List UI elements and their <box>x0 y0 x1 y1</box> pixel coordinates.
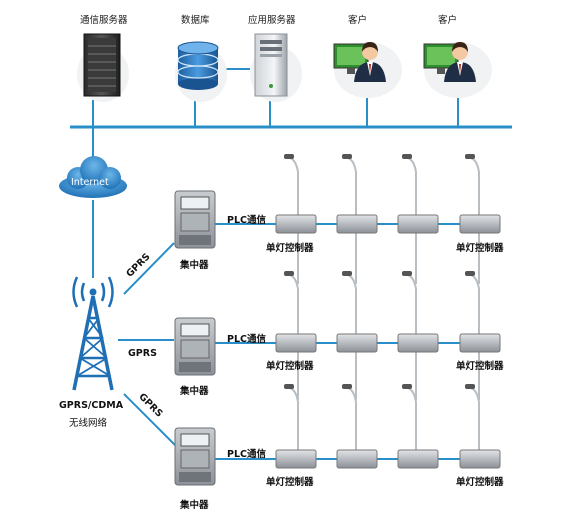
plc-label: PLC通信 <box>227 215 266 226</box>
lamp-controller-icon <box>275 333 501 353</box>
tower-label-line2: 无线网络 <box>69 418 108 429</box>
radio-tower-icon <box>72 276 114 391</box>
concentrator-label: 集中器 <box>180 500 209 511</box>
concentrator-meter-icon <box>174 190 216 249</box>
client-label-2: 客户 <box>438 15 458 26</box>
client-workstation-icon <box>333 42 402 98</box>
concentrator-meter-icon <box>174 427 216 486</box>
gprs-links <box>118 242 179 449</box>
lamp-controller-icon <box>275 449 501 469</box>
controller-label: 单灯控制器 <box>456 361 504 372</box>
street-lamp-icon <box>284 384 480 455</box>
database-label: 数据库 <box>181 15 210 26</box>
controller-label: 单灯控制器 <box>456 477 504 488</box>
controller-label: 单灯控制器 <box>266 361 314 372</box>
concentrator-label: 集中器 <box>180 386 209 397</box>
internet-label: Internet <box>71 177 109 188</box>
gprs-label-2: GPRS <box>128 348 157 359</box>
controller-label: 单灯控制器 <box>456 243 504 254</box>
backbone-bus <box>70 68 512 278</box>
controller-label: 单灯控制器 <box>266 243 314 254</box>
client-workstation-icon <box>423 42 492 98</box>
client-label-1: 客户 <box>348 15 368 26</box>
comm-server-label: 通信服务器 <box>80 15 128 26</box>
tower-label-line1: GPRS/CDMA <box>59 400 124 411</box>
concentrator-meter-icon <box>174 317 216 376</box>
database-icon <box>175 41 227 102</box>
tower-server-icon <box>250 33 302 102</box>
lamp-controller-icon <box>275 214 501 234</box>
plc-label: PLC通信 <box>227 449 266 460</box>
server-rack-icon <box>77 33 129 102</box>
cloud-icon <box>59 156 127 198</box>
controller-label: 单灯控制器 <box>266 477 314 488</box>
concentrator-label: 集中器 <box>180 260 209 271</box>
app-server-label: 应用服务器 <box>248 15 296 26</box>
plc-label: PLC通信 <box>227 334 266 345</box>
